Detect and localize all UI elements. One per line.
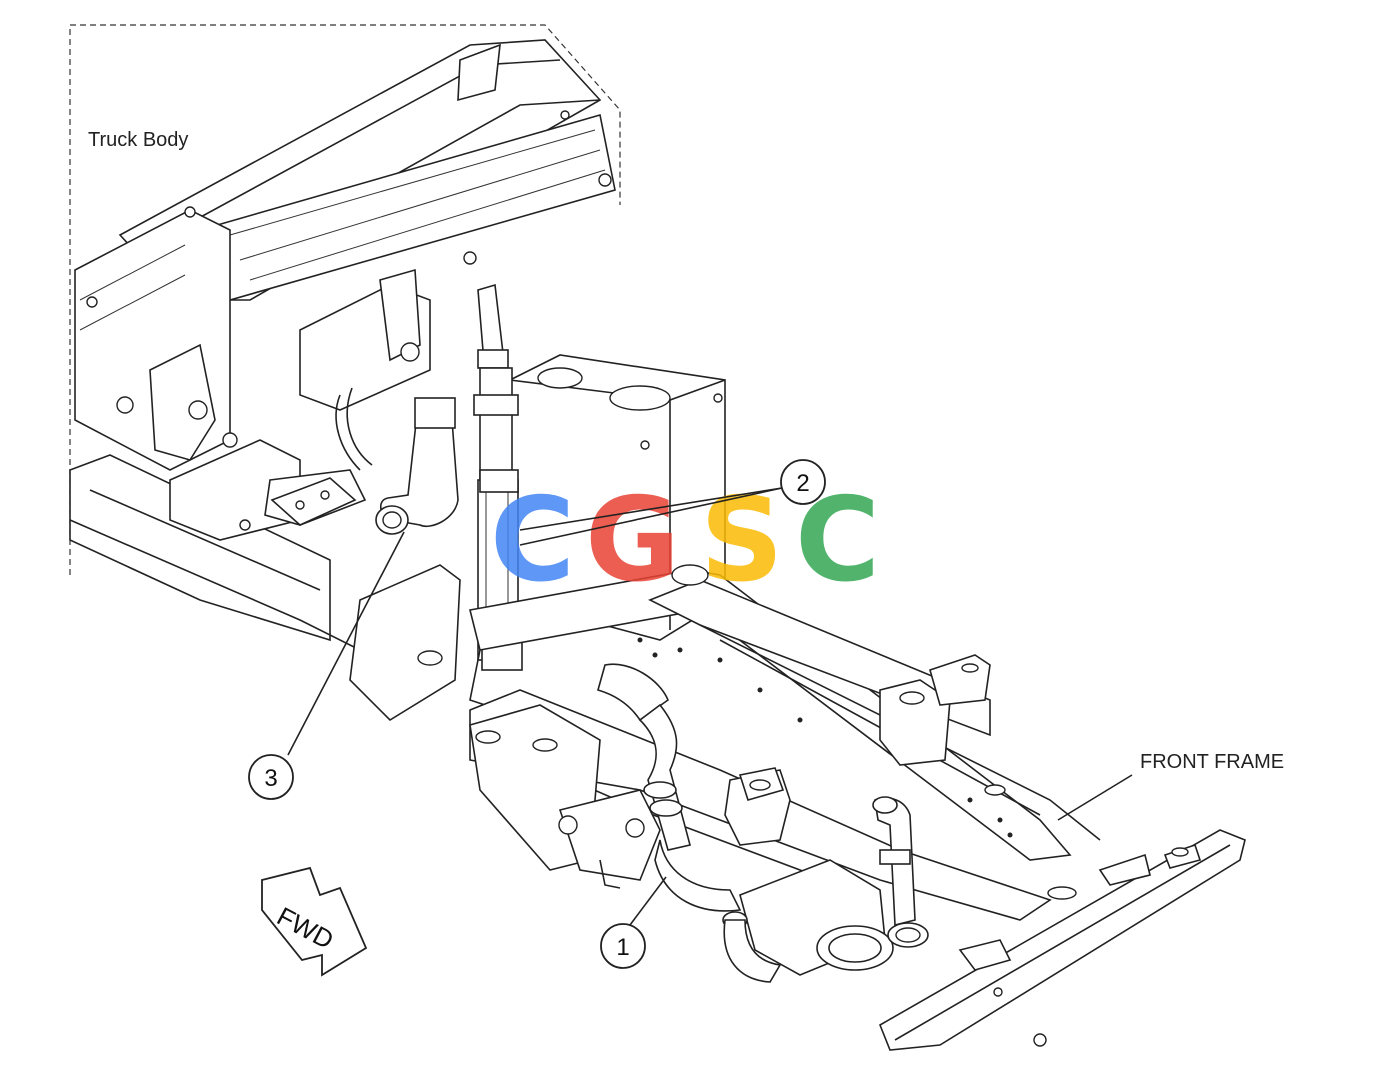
front-frame-label: FRONT FRAME: [1140, 751, 1284, 773]
leader-line-3: [287, 531, 405, 756]
watermark: C G S C: [490, 473, 880, 608]
fwd-arrow-icon: [261, 866, 368, 977]
leader-line-front-frame: [1057, 774, 1133, 821]
callout-2: 2: [780, 459, 826, 505]
leader-line-1: [629, 876, 667, 926]
leader-line-2b: [519, 487, 783, 546]
truck-body: [69, 24, 621, 651]
watermark-letter-c1: C: [490, 473, 575, 608]
callout-3: 3: [248, 754, 294, 800]
fwd-arrow: FWD: [261, 866, 368, 977]
exhaust-lower-pipe: [597, 663, 929, 983]
callout-1: 1: [600, 923, 646, 969]
callout-2-circle: [780, 459, 826, 505]
front-frame: [349, 564, 1101, 921]
leader-line-2a: [519, 487, 783, 531]
watermark-letter-s: S: [700, 473, 784, 608]
callout-2-number: 2: [796, 470, 809, 497]
callout-1-circle: [600, 923, 646, 969]
callout-1-number: 1: [616, 934, 629, 961]
watermark-letter-g: G: [585, 473, 680, 608]
truck-body-label: Truck Body: [88, 129, 188, 151]
leader-lines: [287, 487, 1133, 926]
callout-3-number: 3: [264, 765, 277, 792]
exhaust-elbow: [270, 397, 459, 535]
front-bumper: [878, 829, 1246, 1051]
callout-3-circle: [248, 754, 294, 800]
